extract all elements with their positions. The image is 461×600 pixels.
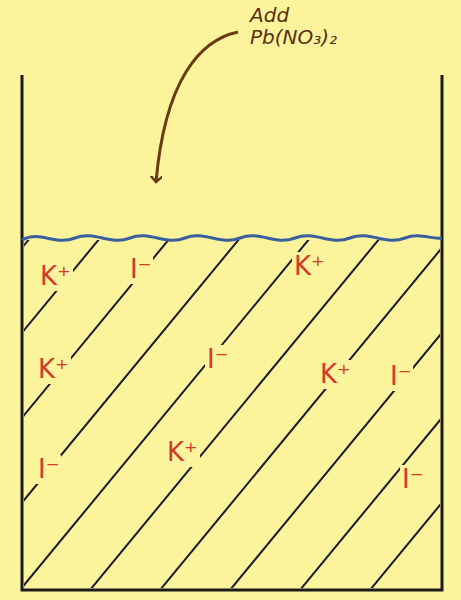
reagent-note: Add Pb(NO₃)₂ xyxy=(248,4,344,48)
addition-arrow xyxy=(156,32,238,182)
hatch-line xyxy=(90,240,380,588)
ion-label: K⁺ xyxy=(36,355,71,384)
hatch-line xyxy=(370,240,440,588)
hatch-line xyxy=(24,240,170,588)
hatch-line xyxy=(230,240,440,588)
ion-label: I⁻ xyxy=(400,465,425,494)
ion-label: K⁺ xyxy=(38,262,73,291)
ion-label: K⁺ xyxy=(165,438,200,467)
hatch-line xyxy=(160,240,440,588)
hatch-line xyxy=(24,240,310,588)
ion-label: K⁺ xyxy=(318,360,353,389)
solution-hatching xyxy=(24,240,440,588)
ion-label: I⁻ xyxy=(128,255,153,284)
ion-label: I⁻ xyxy=(36,455,61,484)
hatch-line xyxy=(24,240,240,588)
beaker-outline xyxy=(22,75,442,590)
ion-label: I⁻ xyxy=(388,362,413,391)
hatch-line xyxy=(300,240,440,588)
water-surface xyxy=(22,236,442,241)
ion-label: K⁺ xyxy=(292,252,327,281)
hatch-line xyxy=(24,240,100,588)
ion-label: I⁻ xyxy=(205,345,230,374)
